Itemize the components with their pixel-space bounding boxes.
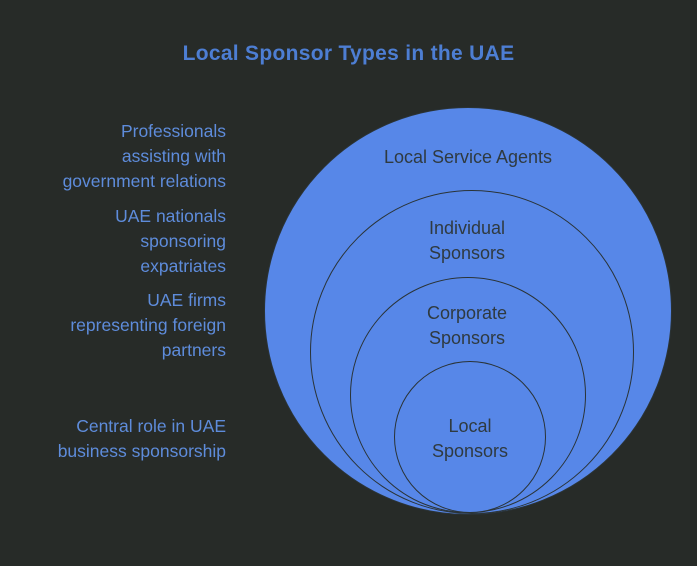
circle-corporate-sponsors-label: Corporate Sponsors	[367, 301, 567, 351]
page-title: Local Sponsor Types in the UAE	[182, 42, 515, 65]
annotation-line: representing foreign	[70, 315, 226, 335]
circle-label-line: Local	[448, 416, 492, 436]
annotation-line: expatriates	[140, 256, 226, 276]
circle-label-line: Corporate	[426, 303, 508, 323]
annotation-uae-firms: UAE firms representing foreign partners	[20, 288, 226, 363]
annotation-line: Professionals	[120, 121, 226, 141]
annotation-line: UAE nationals	[115, 206, 226, 226]
annotation-line: UAE firms	[147, 290, 226, 310]
circle-local-sponsors	[394, 361, 546, 513]
circle-label-line: Local Service Agents	[383, 147, 553, 167]
annotation-central-role: Central role in UAE business sponsorship	[20, 414, 226, 464]
annotation-line: Central role in UAE	[76, 416, 226, 436]
circle-label-line: Sponsors	[428, 328, 506, 348]
circle-individual-sponsors-label: Individual Sponsors	[367, 216, 567, 266]
circle-label-line: Sponsors	[428, 243, 506, 263]
annotation-professionals: Professionals assisting with government …	[20, 119, 226, 194]
annotation-line: assisting with	[121, 146, 226, 166]
annotation-line: government relations	[62, 171, 226, 191]
annotation-line: partners	[161, 340, 226, 360]
circle-local-service-agents-label: Local Service Agents	[318, 145, 618, 170]
circle-label-line: Individual	[428, 218, 506, 238]
annotation-line: sponsoring	[140, 231, 226, 251]
circle-local-sponsors-label: Local Sponsors	[370, 414, 570, 464]
annotation-uae-nationals: UAE nationals sponsoring expatriates	[20, 204, 226, 279]
circle-label-line: Sponsors	[431, 441, 509, 461]
annotation-line: business sponsorship	[57, 441, 226, 461]
